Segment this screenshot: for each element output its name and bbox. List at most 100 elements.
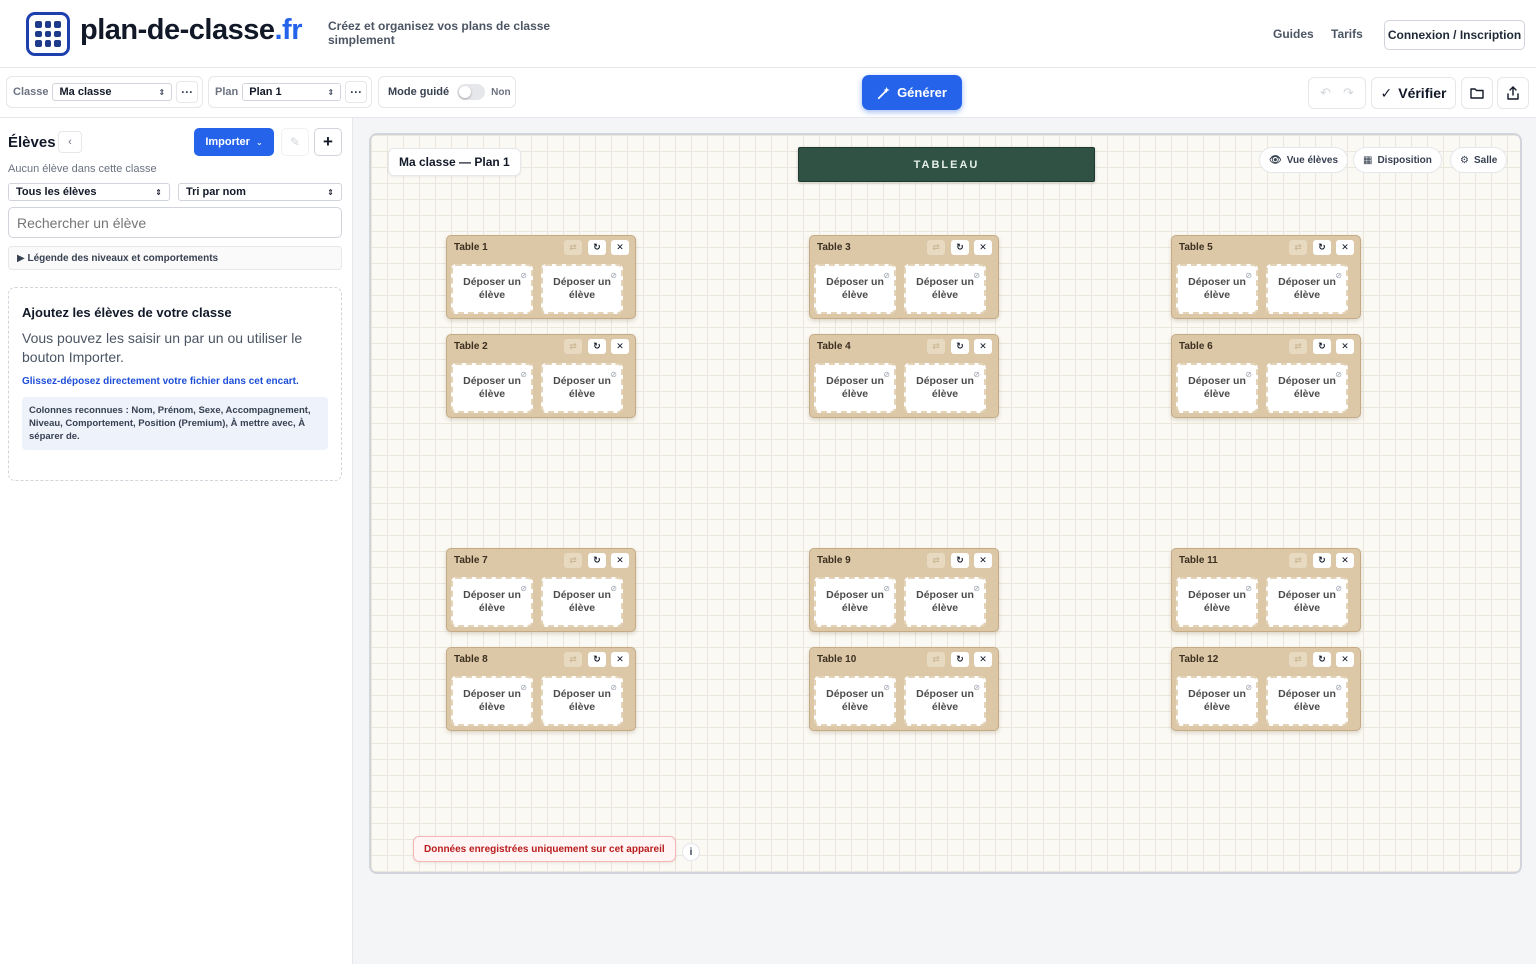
close-icon[interactable]: ✕: [611, 553, 629, 568]
folder-button[interactable]: [1461, 77, 1493, 109]
plan-select[interactable]: Plan 1⇕: [242, 83, 342, 101]
rotate-icon[interactable]: ↻: [1313, 240, 1331, 255]
seat-dropzone[interactable]: Déposer un élève⊘: [1266, 363, 1348, 413]
seat-dropzone[interactable]: Déposer un élève⊘: [1266, 676, 1348, 726]
close-icon[interactable]: ✕: [1336, 339, 1354, 354]
close-icon[interactable]: ✕: [974, 339, 992, 354]
swap-icon[interactable]: ⇄: [564, 339, 582, 354]
close-icon[interactable]: ✕: [1336, 553, 1354, 568]
swap-icon[interactable]: ⇄: [564, 240, 582, 255]
lock-icon[interactable]: ⊘: [610, 683, 617, 692]
lock-icon[interactable]: ⊘: [1245, 584, 1252, 593]
swap-icon[interactable]: ⇄: [1289, 240, 1307, 255]
swap-icon[interactable]: ⇄: [564, 553, 582, 568]
desk-table[interactable]: Table 3⇄↻✕Déposer un élève⊘Déposer un él…: [809, 235, 999, 319]
seat-dropzone[interactable]: Déposer un élève⊘: [451, 264, 533, 314]
rotate-icon[interactable]: ↻: [951, 240, 969, 255]
class-more-button[interactable]: ···: [176, 81, 198, 103]
lock-icon[interactable]: ⊘: [1245, 271, 1252, 280]
guided-mode-toggle[interactable]: [457, 84, 486, 100]
seat-dropzone[interactable]: Déposer un élève⊘: [451, 577, 533, 627]
seat-dropzone[interactable]: Déposer un élève⊘: [814, 264, 896, 314]
lock-icon[interactable]: ⊘: [1245, 370, 1252, 379]
seat-dropzone[interactable]: Déposer un élève⊘: [451, 363, 533, 413]
student-view-button[interactable]: 👁Vue élèves: [1259, 147, 1349, 173]
nav-pricing-link[interactable]: Tarifs: [1331, 27, 1363, 41]
rotate-icon[interactable]: ↻: [951, 339, 969, 354]
lock-icon[interactable]: ⊘: [1335, 370, 1342, 379]
generate-button[interactable]: Générer: [862, 75, 962, 110]
lock-icon[interactable]: ⊘: [520, 370, 527, 379]
nav-guides-link[interactable]: Guides: [1273, 27, 1314, 41]
students-sort-select[interactable]: Tri par nom⇕: [178, 183, 342, 201]
close-icon[interactable]: ✕: [974, 240, 992, 255]
seat-dropzone[interactable]: Déposer un élève⊘: [904, 363, 986, 413]
desk-table[interactable]: Table 12⇄↻✕Déposer un élève⊘Déposer un é…: [1171, 647, 1361, 731]
lock-icon[interactable]: ⊘: [520, 683, 527, 692]
import-dropzone[interactable]: Ajoutez les élèves de votre classe Vous …: [8, 287, 342, 481]
seat-dropzone[interactable]: Déposer un élève⊘: [541, 676, 623, 726]
edit-button[interactable]: ✎: [281, 128, 309, 156]
info-button[interactable]: i: [682, 843, 700, 861]
lock-icon[interactable]: ⊘: [1335, 683, 1342, 692]
student-search-input[interactable]: [8, 207, 342, 238]
seat-dropzone[interactable]: Déposer un élève⊘: [541, 363, 623, 413]
layout-button[interactable]: ▦Disposition: [1353, 147, 1442, 173]
seat-dropzone[interactable]: Déposer un élève⊘: [1176, 363, 1258, 413]
rotate-icon[interactable]: ↻: [951, 553, 969, 568]
swap-icon[interactable]: ⇄: [927, 553, 945, 568]
class-select[interactable]: Ma classe⇕: [52, 83, 173, 101]
seat-dropzone[interactable]: Déposer un élève⊘: [1266, 264, 1348, 314]
swap-icon[interactable]: ⇄: [1289, 339, 1307, 354]
add-student-button[interactable]: +: [314, 128, 342, 156]
lock-icon[interactable]: ⊘: [610, 271, 617, 280]
lock-icon[interactable]: ⊘: [973, 683, 980, 692]
rotate-icon[interactable]: ↻: [1313, 553, 1331, 568]
seat-dropzone[interactable]: Déposer un élève⊘: [1176, 676, 1258, 726]
rotate-icon[interactable]: ↻: [1313, 339, 1331, 354]
close-icon[interactable]: ✕: [1336, 240, 1354, 255]
swap-icon[interactable]: ⇄: [1289, 553, 1307, 568]
lock-icon[interactable]: ⊘: [973, 271, 980, 280]
desk-table[interactable]: Table 9⇄↻✕Déposer un élève⊘Déposer un él…: [809, 548, 999, 632]
lock-icon[interactable]: ⊘: [883, 584, 890, 593]
desk-table[interactable]: Table 10⇄↻✕Déposer un élève⊘Déposer un é…: [809, 647, 999, 731]
close-icon[interactable]: ✕: [611, 240, 629, 255]
seat-dropzone[interactable]: Déposer un élève⊘: [814, 577, 896, 627]
classroom-canvas[interactable]: Ma classe — Plan 1 TABLEAU 👁Vue élèves ▦…: [369, 133, 1522, 874]
lock-icon[interactable]: ⊘: [1245, 683, 1252, 692]
desk-table[interactable]: Table 8⇄↻✕Déposer un élève⊘Déposer un él…: [446, 647, 636, 731]
rotate-icon[interactable]: ↻: [588, 553, 606, 568]
desk-table[interactable]: Table 7⇄↻✕Déposer un élève⊘Déposer un él…: [446, 548, 636, 632]
plan-more-button[interactable]: ···: [345, 81, 367, 103]
close-icon[interactable]: ✕: [974, 553, 992, 568]
desk-table[interactable]: Table 11⇄↻✕Déposer un élève⊘Déposer un é…: [1171, 548, 1361, 632]
undo-icon[interactable]: ↶: [1320, 85, 1331, 100]
lock-icon[interactable]: ⊘: [520, 584, 527, 593]
close-icon[interactable]: ✕: [611, 652, 629, 667]
lock-icon[interactable]: ⊘: [1335, 271, 1342, 280]
lock-icon[interactable]: ⊘: [883, 370, 890, 379]
logo-icon[interactable]: [26, 12, 70, 56]
collapse-sidebar-button[interactable]: ‹: [58, 131, 82, 153]
export-button[interactable]: [1497, 77, 1529, 109]
lock-icon[interactable]: ⊘: [883, 683, 890, 692]
redo-icon[interactable]: ↷: [1343, 85, 1354, 100]
swap-icon[interactable]: ⇄: [564, 652, 582, 667]
seat-dropzone[interactable]: Déposer un élève⊘: [814, 363, 896, 413]
rotate-icon[interactable]: ↻: [588, 240, 606, 255]
seat-dropzone[interactable]: Déposer un élève⊘: [541, 577, 623, 627]
rotate-icon[interactable]: ↻: [1313, 652, 1331, 667]
close-icon[interactable]: ✕: [611, 339, 629, 354]
swap-icon[interactable]: ⇄: [1289, 652, 1307, 667]
lock-icon[interactable]: ⊘: [610, 584, 617, 593]
lock-icon[interactable]: ⊘: [883, 271, 890, 280]
legend-toggle[interactable]: ▶ Légende des niveaux et comportements: [8, 246, 342, 270]
desk-table[interactable]: Table 5⇄↻✕Déposer un élève⊘Déposer un él…: [1171, 235, 1361, 319]
swap-icon[interactable]: ⇄: [927, 339, 945, 354]
rotate-icon[interactable]: ↻: [588, 652, 606, 667]
room-button[interactable]: ⚙Salle: [1450, 147, 1508, 173]
desk-table[interactable]: Table 4⇄↻✕Déposer un élève⊘Déposer un él…: [809, 334, 999, 418]
seat-dropzone[interactable]: Déposer un élève⊘: [451, 676, 533, 726]
rotate-icon[interactable]: ↻: [588, 339, 606, 354]
